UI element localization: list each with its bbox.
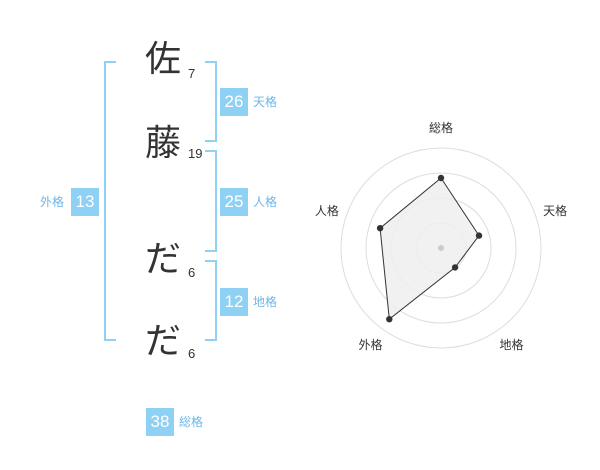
soukaku-value-badge: 38	[146, 408, 174, 436]
radar-center-point	[438, 245, 444, 251]
radar-point-5	[376, 225, 384, 232]
name-char-4: だ	[144, 321, 181, 362]
chikaku-value-badge: 12	[220, 288, 248, 316]
radar-point-3	[451, 264, 459, 271]
tenkaku-label: 天格	[253, 95, 278, 109]
tenkaku-bracket	[205, 61, 217, 142]
name-char-2: 藤	[144, 123, 181, 164]
radar-axis-label: 天格	[543, 203, 567, 218]
tenkaku-value-badge: 26	[220, 88, 248, 116]
stroke-count-4: 6	[188, 346, 196, 361]
gaikaku-label: 外格	[40, 195, 65, 209]
name-char-3: だ	[144, 239, 181, 280]
radar-area	[379, 177, 480, 321]
radar-axis-label: 外格	[358, 337, 382, 352]
chikaku-label: 地格	[253, 295, 278, 309]
jinkaku-value-badge: 25	[220, 188, 248, 216]
radar-grid-ring	[340, 147, 542, 349]
radar-grid-ring	[365, 172, 517, 324]
radar-axis-label: 総格	[429, 120, 453, 135]
radar-point-2	[475, 232, 483, 239]
radar-axis-label: 地格	[499, 337, 523, 352]
gaikaku-bracket	[104, 61, 116, 341]
jinkaku-label: 人格	[253, 195, 278, 209]
radar-point-1	[437, 174, 445, 182]
stroke-count-2: 19	[188, 146, 203, 161]
soukaku-label: 総格	[179, 415, 204, 429]
stroke-count-3: 6	[188, 265, 196, 280]
radar-axis-label: 人格	[315, 203, 339, 218]
stroke-count-1: 7	[188, 66, 196, 81]
radar-point-4	[386, 316, 393, 323]
gaikaku-value-badge: 13	[71, 188, 99, 216]
jinkaku-bracket	[205, 150, 217, 252]
name-char-1: 佐	[144, 39, 181, 80]
chikaku-bracket	[205, 260, 217, 341]
